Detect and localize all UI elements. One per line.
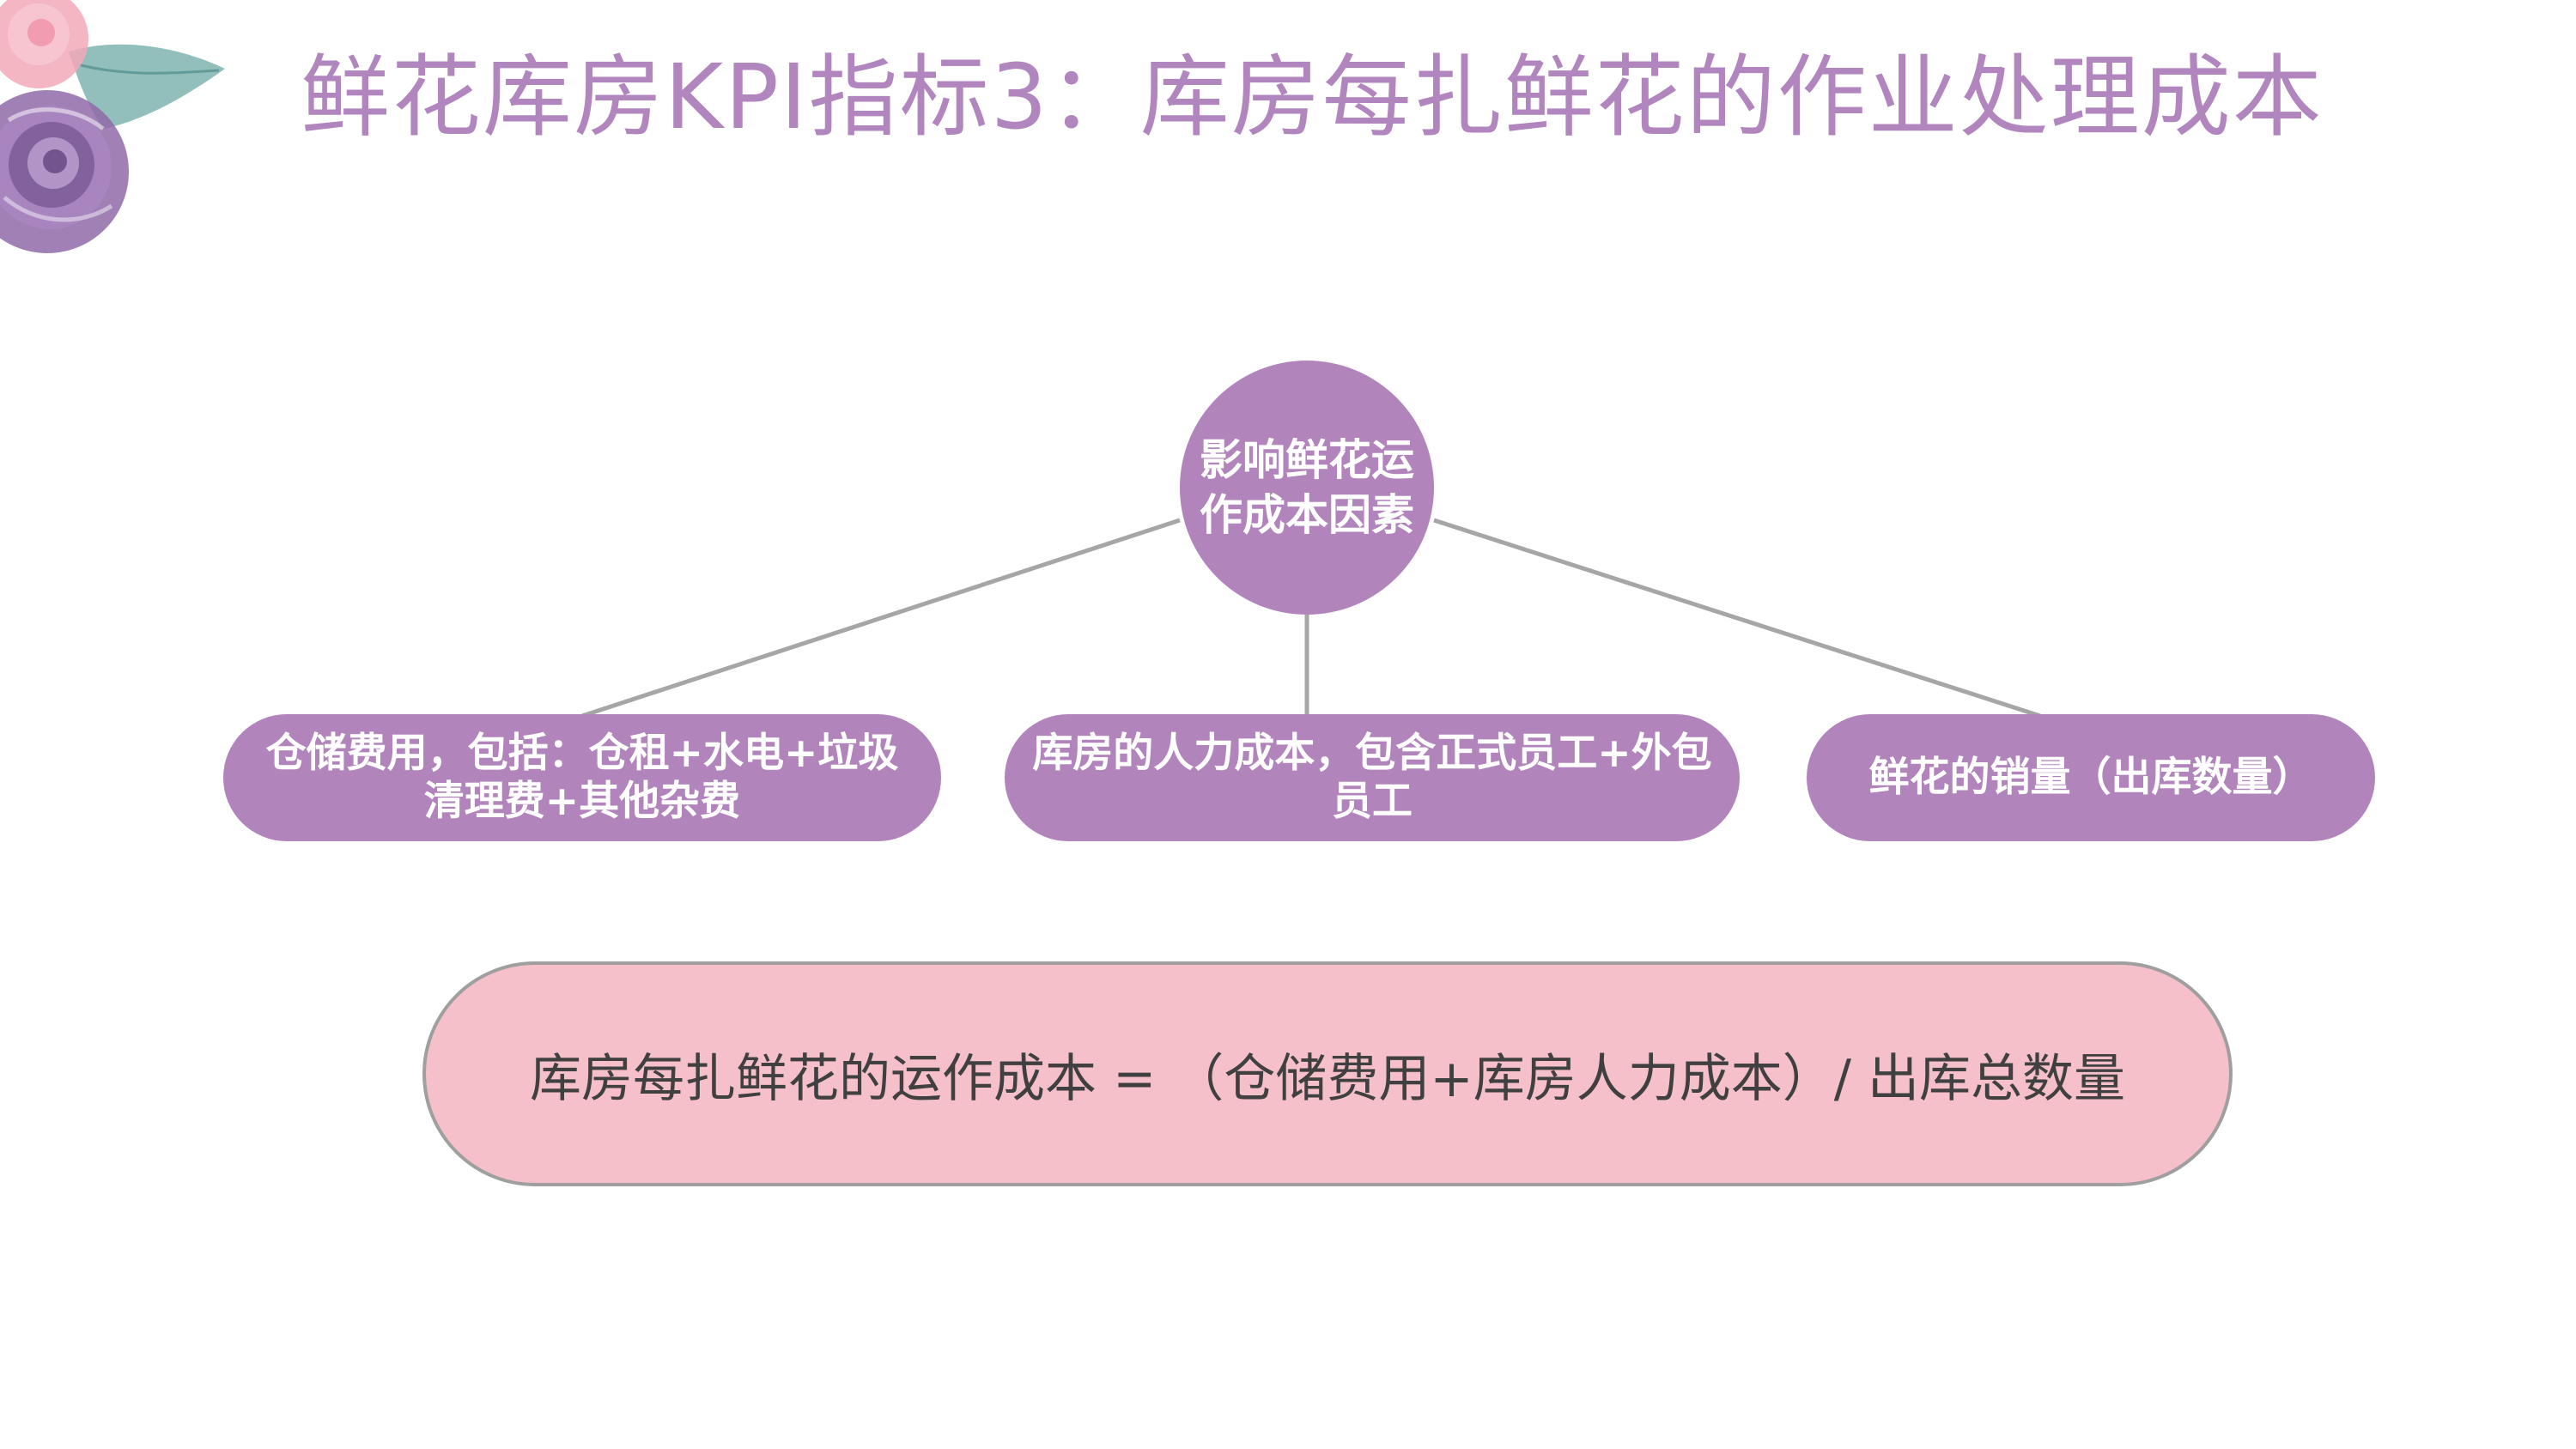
- page-title: 鲜花库房KPI指标3：库房每扎鲜花的作业处理成本: [301, 45, 2324, 149]
- watercolor-flower-icon: [0, 0, 225, 253]
- factor-node-sales-volume: 鲜花的销量（出库数量）: [1807, 714, 2375, 841]
- factor-node-labor-cost: 库房的人力成本，包含正式员工+外包员工: [1005, 714, 1740, 841]
- formula-text: 库房每扎鲜花的运作成本 = （仓储费用+库房人力成本）/ 出库总数量: [530, 1048, 2125, 1109]
- connector-right: [1433, 518, 2041, 718]
- factor-node-storage-cost: 仓储费用，包括：仓租+水电+垃圾清理费+其他杂费: [223, 714, 941, 841]
- center-node-label: 影响鲜花运作成本因素: [1200, 435, 1414, 540]
- leaf-shape: [69, 44, 225, 129]
- center-node: 影响鲜花运作成本因素: [1180, 361, 1434, 615]
- factor-node-label: 鲜花的销量（出库数量）: [1868, 754, 2313, 801]
- factor-node-label: 库房的人力成本，包含正式员工+外包员工: [1032, 730, 1712, 825]
- connector-left: [581, 518, 1181, 718]
- formula-box: 库房每扎鲜花的运作成本 = （仓储费用+库房人力成本）/ 出库总数量: [422, 961, 2233, 1186]
- leaf-vein: [76, 63, 220, 75]
- factor-node-label: 仓储费用，包括：仓租+水电+垃圾清理费+其他杂费: [265, 730, 899, 825]
